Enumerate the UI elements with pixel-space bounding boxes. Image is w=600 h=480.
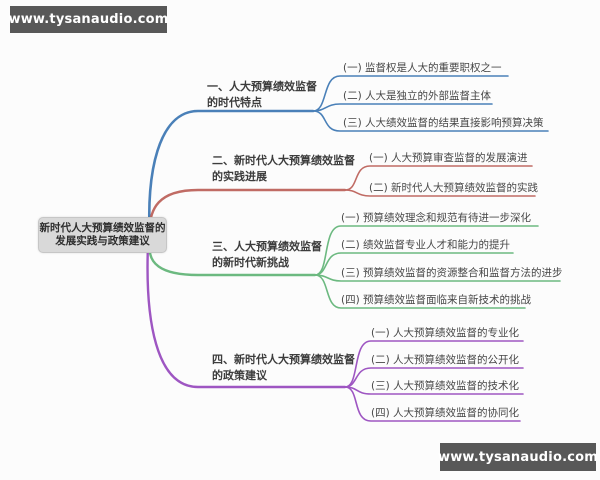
- branch-1-child-3-label: (三) 人大绩效监督的结果直接影响预算决策: [343, 117, 544, 129]
- branch-2-child-1-connector: [344, 165, 533, 191]
- branch-2-connector: [148, 188, 347, 241]
- branch-4-child-2-label: (二) 人大预算绩效监督的公开化: [371, 354, 520, 366]
- watermark-top-left: www.tysanaudio.com: [8, 6, 169, 33]
- branch-1-label-line1: 一、人大预算绩效监督: [207, 80, 317, 93]
- branch-2-child-2-label: (二) 新时代人大预算绩效监督的实践: [369, 182, 539, 194]
- branch-4-child-3-label: (三) 人大预算绩效监督的技术化: [371, 380, 520, 392]
- branch-3-child-3-label: (三) 预算绩效监督的资源整合和监督方法的进步: [341, 267, 563, 279]
- branch-4-connector: [146, 243, 347, 389]
- watermark-text: www.tysanaudio.com: [437, 449, 599, 465]
- branch-4-child-2-connector: [344, 367, 524, 388]
- branch-1-child-2-label: (二) 人大是独立的外部监督主体: [343, 90, 492, 102]
- branch-2-child-2-connector: [344, 189, 536, 197]
- root-node-line1: 新时代人大预算绩效监督的: [39, 222, 166, 234]
- branch-3-child-2-connector: [314, 252, 514, 276]
- branch-1-child-2-connector: [312, 103, 493, 112]
- branch-3-child-2-label: (二) 绩效监督专业人才和能力的提升: [341, 239, 511, 251]
- branch-4-child-1-label: (一) 人大预算绩效监督的专业化: [371, 327, 520, 339]
- branch-2-label: 二、新时代人大预算绩效监督 的实践进展: [212, 153, 355, 184]
- branch-2-label-line1: 二、新时代人大预算绩效监督: [212, 154, 355, 167]
- branch-2-child-1-label: (一) 人大预算审查监督的发展演进: [369, 152, 528, 164]
- branch-3-child-4-label: (四) 预算绩效监督面临来自新技术的挑战: [341, 294, 532, 306]
- branch-1-label-line2: 的时代特点: [207, 95, 262, 109]
- root-node-line2: 发展实践与政策建议: [55, 235, 150, 247]
- branch-1-connector: [148, 109, 315, 239]
- branch-4-child-4-connector: [344, 386, 521, 422]
- branch-4-label-line2: 的政策建议: [212, 368, 267, 382]
- branch-4-label: 四、新时代人大预算绩效监督 的政策建议: [212, 352, 355, 383]
- branch-4-child-4-label: (四) 人大预算绩效监督的协同化: [371, 407, 520, 419]
- branch-1-child-1-connector: [312, 75, 509, 112]
- watermark-bottom-right: www.tysanaudio.com: [437, 443, 599, 471]
- root-node: 新时代人大预算绩效监督的 发展实践与政策建议: [38, 217, 167, 253]
- branch-4-label-line1: 四、新时代人大预算绩效监督: [212, 353, 355, 366]
- branch-3-label-line1: 三、人大预算绩效监督: [212, 240, 322, 253]
- branch-3-child-1-connector: [314, 225, 539, 276]
- watermark-text: www.tysanaudio.com: [8, 12, 169, 27]
- branch-3-child-1-label: (一) 预算绩效理念和规范有待进一步深化: [341, 212, 532, 224]
- branch-1-child-3-connector: [312, 110, 549, 132]
- branch-3-label-line2: 的新时代新挑战: [212, 255, 289, 269]
- branch-1-label: 一、人大预算绩效监督 的时代特点: [207, 79, 317, 110]
- branch-1-child-1-label: (一) 监督权是人大的重要职权之一: [343, 62, 502, 74]
- branch-3-label: 三、人大预算绩效监督 的新时代新挑战: [212, 239, 322, 270]
- branch-2-label-line2: 的实践进展: [212, 169, 267, 183]
- branch-3-child-4-connector: [314, 274, 526, 309]
